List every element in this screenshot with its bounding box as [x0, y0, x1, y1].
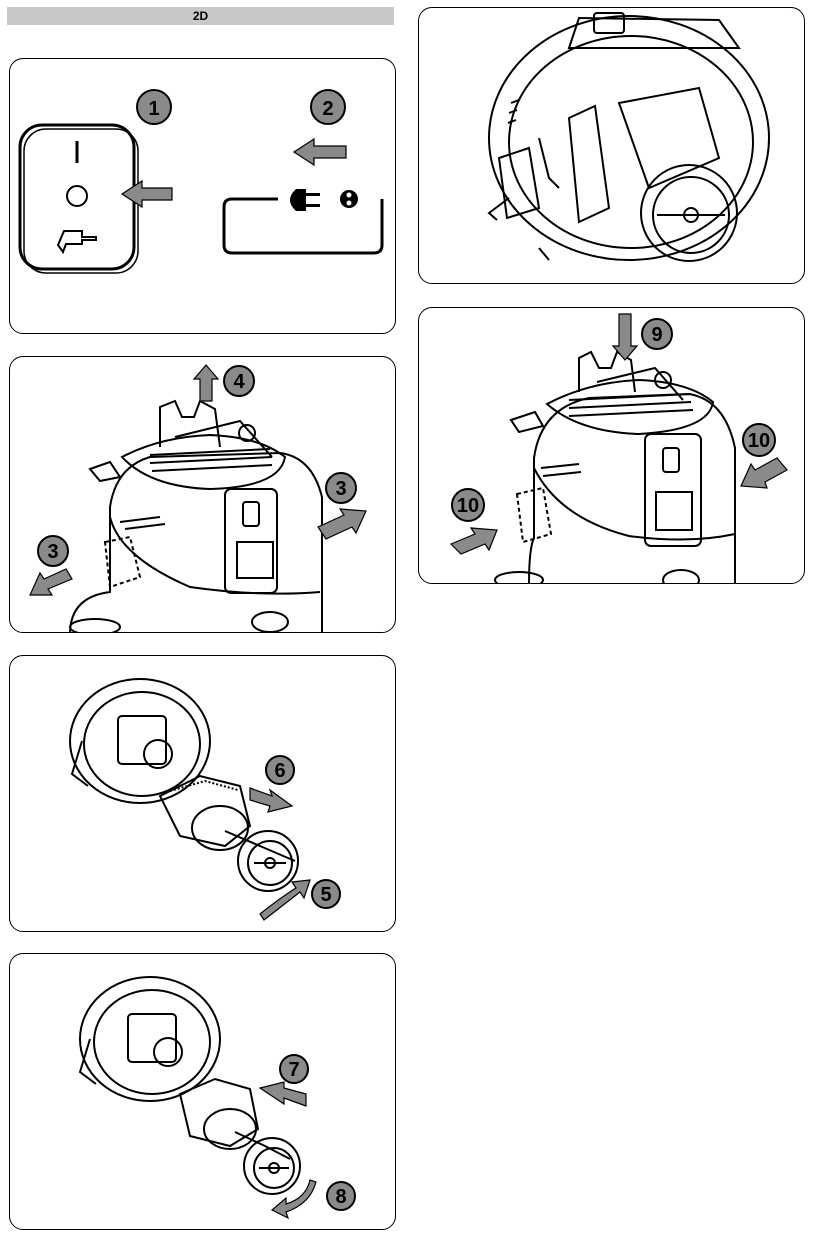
step-badge-3: 3 — [325, 472, 357, 504]
plug-socket-icon — [222, 189, 384, 255]
svg-text:8: 8 — [335, 1186, 346, 1208]
svg-text:7: 7 — [288, 1059, 299, 1081]
panel-install-filter: 7 8 — [9, 953, 396, 1230]
vacuum-head-illustration — [494, 350, 736, 583]
motor-head-with-filter-illustration — [78, 976, 301, 1195]
step-badge-6: 6 — [265, 755, 295, 785]
step-badge-7: 7 — [279, 1054, 309, 1084]
vacuum-head-illustration — [69, 399, 323, 632]
svg-text:10: 10 — [748, 430, 770, 452]
motor-head-with-filter-illustration — [69, 678, 299, 892]
section-header: 2D — [7, 7, 394, 25]
svg-text:2: 2 — [322, 98, 333, 120]
svg-text:4: 4 — [233, 371, 245, 393]
rotate-arrow-icon — [270, 1179, 317, 1220]
panel-switch-unplug: 1 2 — [9, 58, 396, 334]
panel-close-head: 9 10 10 — [418, 307, 805, 584]
arrow-right-icon — [249, 787, 294, 813]
arrow-right-icon — [317, 508, 367, 540]
step-badge-10: 10 — [451, 488, 485, 522]
panel-open-head: 4 3 3 — [9, 356, 396, 633]
arrow-left-icon — [292, 137, 347, 167]
arrow-left-icon — [29, 568, 73, 596]
svg-text:3: 3 — [47, 541, 58, 563]
arrow-left-icon — [120, 179, 173, 209]
power-tool-icon — [56, 230, 97, 255]
power-switch-plate — [18, 123, 139, 274]
svg-text:9: 9 — [651, 324, 662, 346]
arrow-left-icon — [258, 1081, 307, 1107]
step-badge-8: 8 — [326, 1181, 356, 1211]
section-title: 2D — [192, 9, 209, 23]
svg-text:3: 3 — [335, 478, 346, 500]
motor-head-illustration — [487, 12, 770, 262]
step-badge-10: 10 — [742, 423, 776, 457]
step-badge-4: 4 — [223, 365, 255, 397]
panel-motor-head-view — [418, 7, 805, 284]
panel-remove-filter: 6 5 — [9, 655, 396, 932]
arrow-left-icon — [740, 457, 788, 489]
arrow-right-icon — [449, 527, 498, 555]
svg-text:10: 10 — [457, 495, 479, 517]
step-badge-2: 2 — [310, 89, 346, 125]
step-badge-5: 5 — [311, 879, 341, 909]
rotate-arrow-icon — [259, 879, 311, 921]
step-badge-9: 9 — [641, 318, 673, 350]
arrow-down-icon — [611, 313, 639, 361]
step-badge-3: 3 — [37, 535, 69, 567]
svg-text:6: 6 — [274, 760, 285, 782]
svg-text:1: 1 — [148, 98, 159, 120]
svg-text:5: 5 — [320, 884, 331, 906]
step-badge-1: 1 — [136, 89, 172, 125]
arrow-up-icon — [192, 364, 220, 402]
